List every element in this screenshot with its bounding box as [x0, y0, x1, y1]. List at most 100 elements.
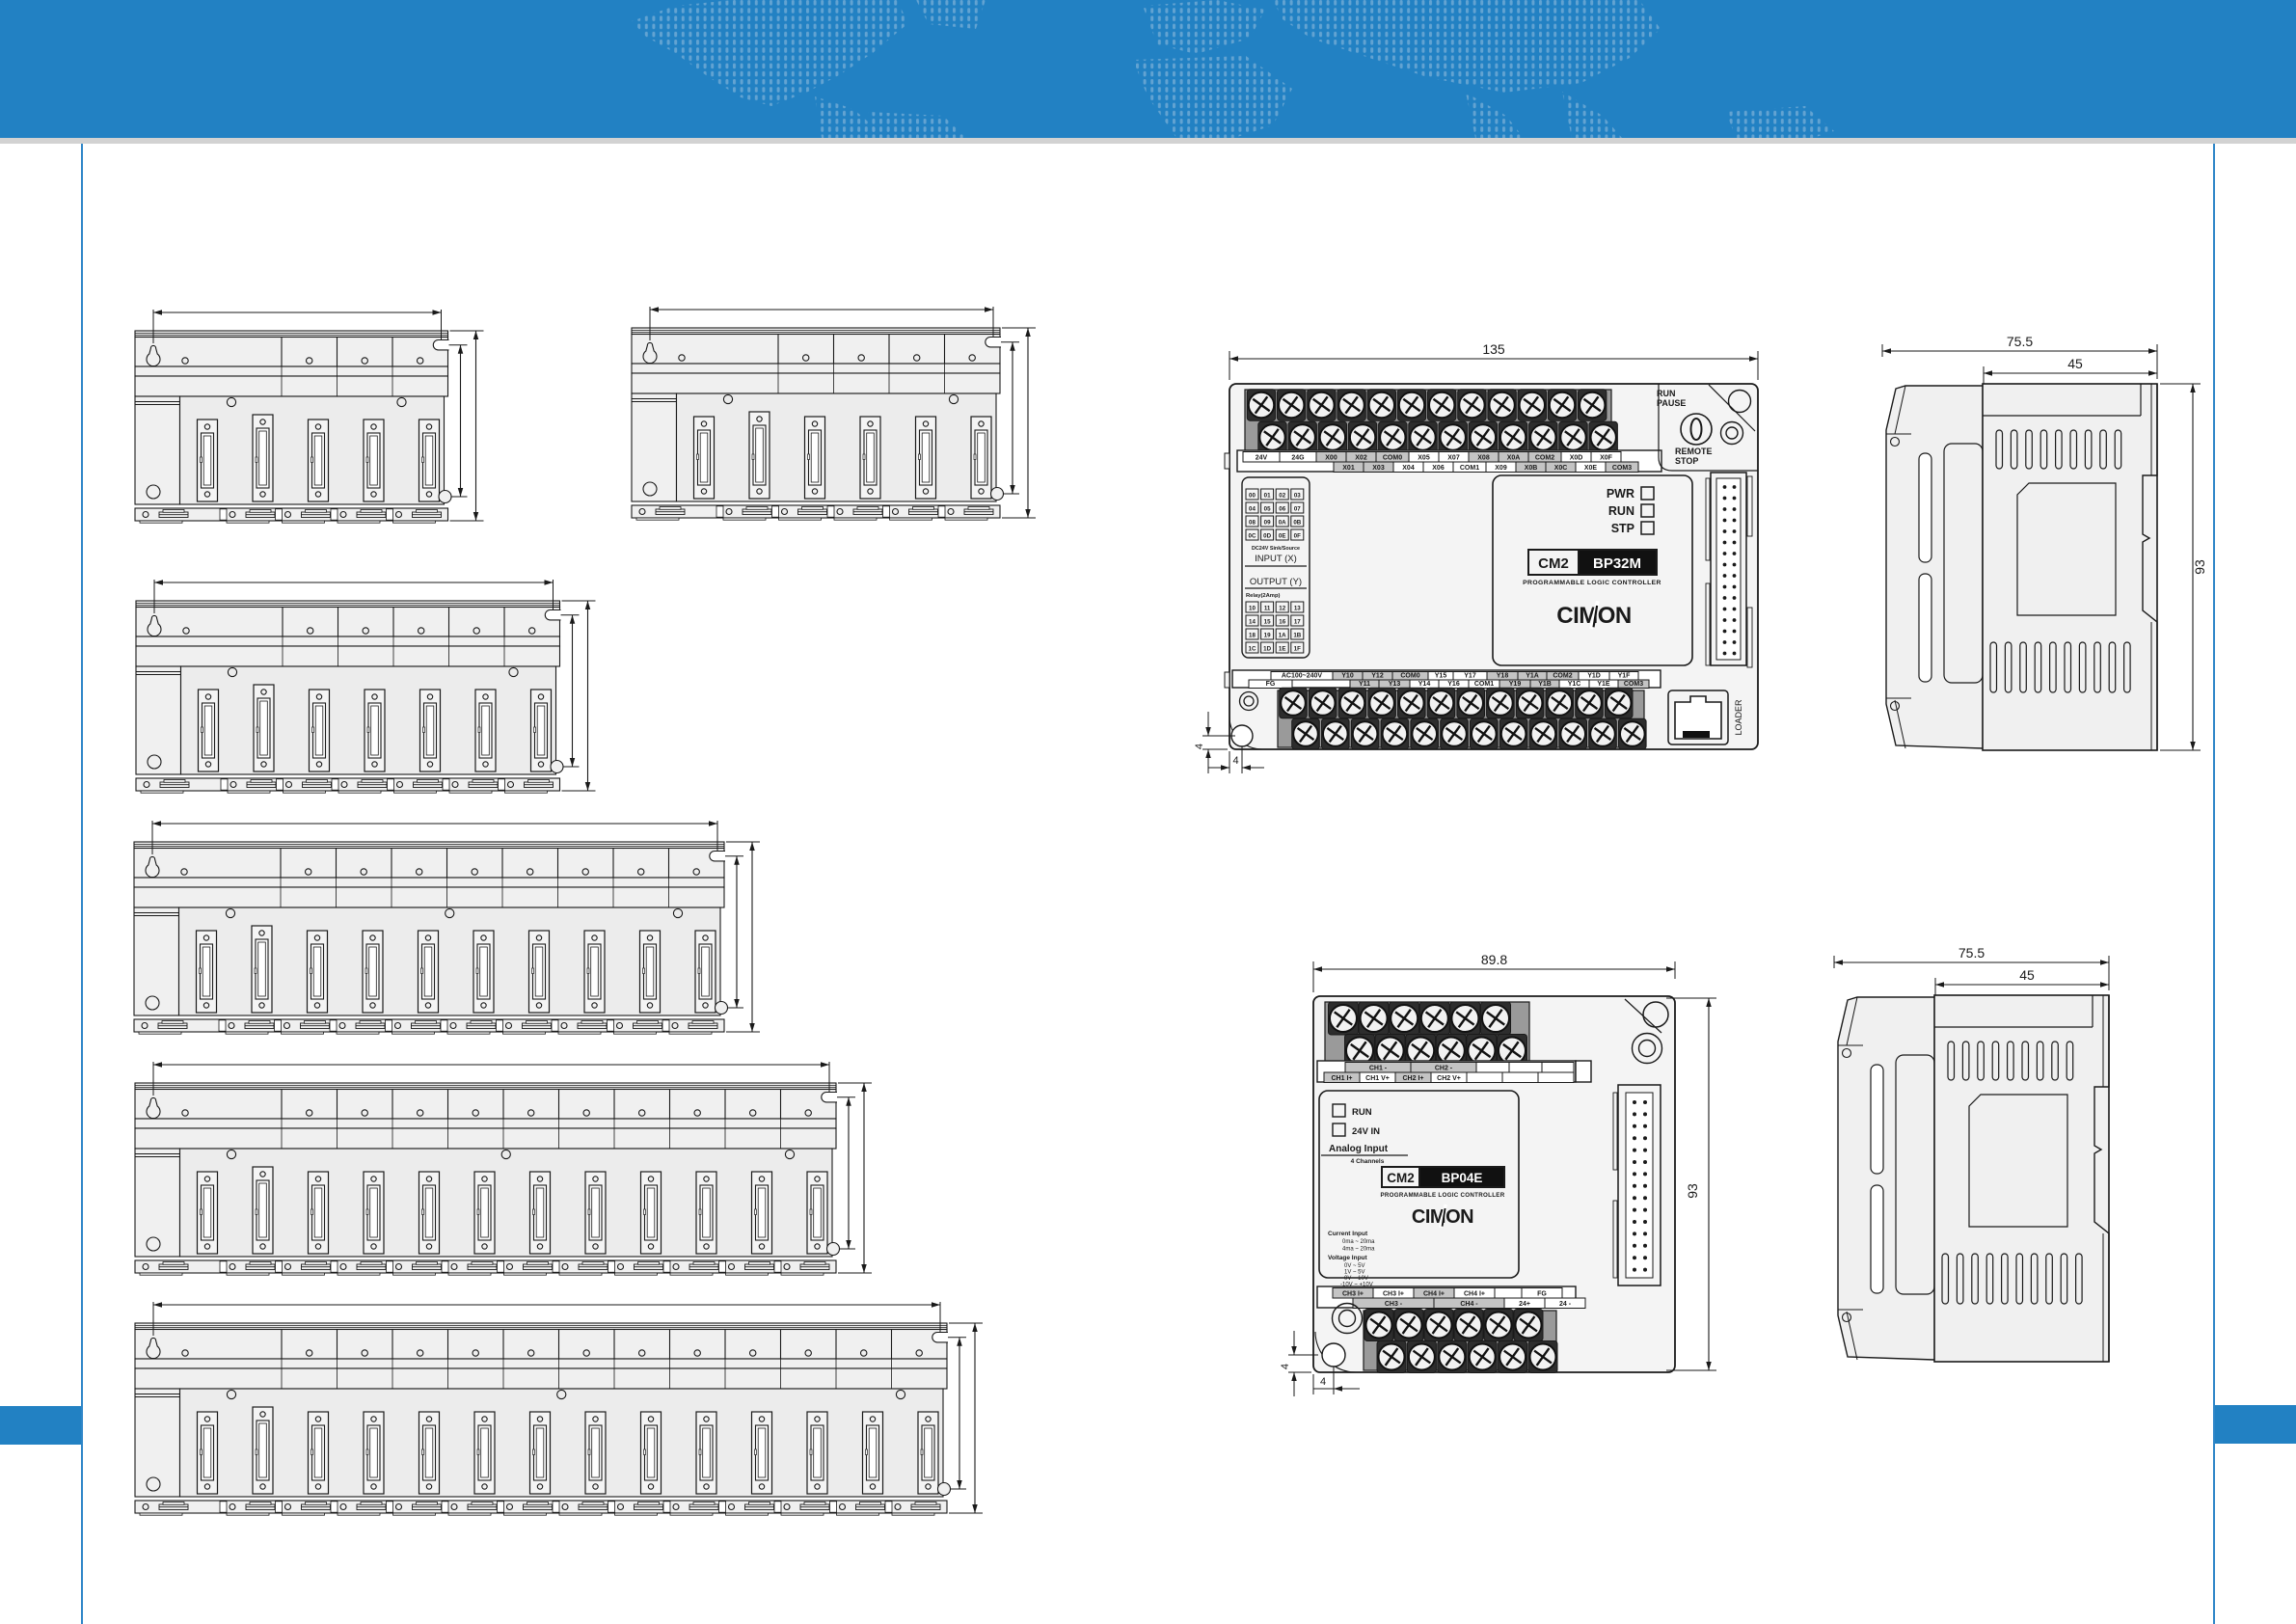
svg-text:CH4 -: CH4 -	[1460, 1301, 1478, 1308]
svg-text:REMOTE: REMOTE	[1675, 447, 1713, 456]
svg-text:Y10: Y10	[1341, 672, 1354, 679]
svg-text:COM1: COM1	[1474, 681, 1494, 688]
svg-text:0F: 0F	[1294, 533, 1301, 540]
svg-text:CH1 V+: CH1 V+	[1365, 1075, 1390, 1082]
svg-text:Y1C: Y1C	[1568, 681, 1581, 688]
svg-text:01: 01	[1264, 493, 1271, 500]
svg-text:0V ~ 10V: 0V ~ 10V	[1344, 1276, 1368, 1282]
svg-text:COM1: COM1	[1460, 465, 1479, 472]
dim-75-5: 75.5	[1958, 945, 1985, 961]
dim-45: 45	[2019, 967, 2035, 983]
svg-text:00: 00	[1249, 493, 1256, 500]
svg-text:OUTPUT (Y): OUTPUT (Y)	[1250, 577, 1302, 587]
svg-text:COM2: COM2	[1553, 672, 1572, 679]
svg-text:COM3: COM3	[1612, 465, 1632, 472]
svg-text:X05: X05	[1418, 454, 1430, 461]
base-unit-10-slot	[133, 821, 760, 1035]
svg-text:Y1F: Y1F	[1618, 672, 1632, 679]
svg-text:1F: 1F	[1294, 646, 1301, 653]
svg-text:0D: 0D	[1263, 533, 1271, 540]
base-unit-5-slot	[134, 310, 484, 524]
svg-text:Voltage Input: Voltage Input	[1328, 1255, 1368, 1261]
svg-text:CH2 I+: CH2 I+	[1403, 1075, 1424, 1082]
svg-text:4ma ~ 20ma: 4ma ~ 20ma	[1342, 1247, 1375, 1253]
svg-text:24 -: 24 -	[1559, 1301, 1572, 1308]
left-accent-line	[81, 144, 83, 1624]
svg-text:Y13: Y13	[1389, 681, 1401, 688]
svg-text:X0E: X0E	[1584, 465, 1598, 472]
svg-text:24G: 24G	[1291, 454, 1305, 461]
svg-text:05: 05	[1264, 506, 1271, 513]
svg-text:07: 07	[1294, 506, 1301, 513]
svg-text:Y12: Y12	[1371, 672, 1384, 679]
left-page-tab	[0, 1406, 81, 1445]
loader-label: LOADER	[1734, 699, 1743, 736]
svg-text:BP32M: BP32M	[1593, 555, 1641, 572]
svg-text:DC24V Sink/Source: DC24V Sink/Source	[1252, 546, 1300, 552]
dim-75-5: 75.5	[2007, 334, 2033, 349]
svg-text:1C: 1C	[1249, 646, 1256, 653]
dim-93: 93	[1685, 1183, 1700, 1199]
svg-text:X0D: X0D	[1570, 454, 1583, 461]
svg-text:CH3 I+: CH3 I+	[1342, 1290, 1364, 1297]
svg-text:0V ~ 5V: 0V ~ 5V	[1344, 1263, 1365, 1269]
svg-text:24V: 24V	[1256, 454, 1268, 461]
svg-text:-10V ~ +10V: -10V ~ +10V	[1340, 1283, 1373, 1288]
svg-text:CH1 I+: CH1 I+	[1332, 1075, 1353, 1082]
svg-text:AC100~240V: AC100~240V	[1282, 672, 1323, 679]
svg-text:13: 13	[1294, 606, 1301, 612]
cm2-bp04e-side-view: 75.5 45	[1833, 945, 2110, 1363]
svg-text:0E: 0E	[1279, 533, 1286, 540]
svg-text:CM2: CM2	[1538, 555, 1569, 572]
svg-text:04: 04	[1249, 506, 1256, 513]
svg-text:08: 08	[1249, 520, 1256, 527]
svg-text:Y1E: Y1E	[1597, 681, 1610, 688]
svg-text:24+: 24+	[1519, 1301, 1530, 1308]
svg-text:4: 4	[1280, 1364, 1291, 1369]
svg-text:CH3 -: CH3 -	[1385, 1301, 1403, 1308]
svg-text:12: 12	[1279, 606, 1285, 612]
svg-text:X01: X01	[1342, 465, 1355, 472]
svg-text:Y1A: Y1A	[1526, 672, 1539, 679]
svg-text:Y19: Y19	[1509, 681, 1522, 688]
svg-text:CH2 -: CH2 -	[1435, 1065, 1453, 1071]
svg-text:Y18: Y18	[1497, 672, 1509, 679]
svg-text:Y14: Y14	[1418, 681, 1431, 688]
world-map-dots	[632, 0, 1834, 138]
base-unit-12-slot	[134, 1062, 872, 1276]
svg-text:CM2: CM2	[1387, 1171, 1415, 1185]
svg-text:09: 09	[1264, 520, 1271, 527]
svg-text:17: 17	[1294, 619, 1301, 626]
svg-text:1B: 1B	[1293, 633, 1301, 639]
svg-text:06: 06	[1279, 506, 1285, 513]
svg-text:4 Channels: 4 Channels	[1351, 1158, 1385, 1165]
header-divider	[0, 138, 2296, 144]
svg-text:14: 14	[1249, 619, 1256, 626]
dim-89-8: 89.8	[1481, 952, 1507, 967]
svg-text:0C: 0C	[1249, 533, 1256, 540]
svg-text:X0F: X0F	[1600, 454, 1613, 461]
dim-135: 135	[1482, 341, 1505, 357]
svg-text:CH2 V+: CH2 V+	[1437, 1075, 1461, 1082]
svg-text:RUN: RUN	[1657, 389, 1676, 398]
svg-text:1D: 1D	[1263, 646, 1271, 653]
svg-text:X06: X06	[1432, 465, 1445, 472]
svg-text:BP04E: BP04E	[1442, 1171, 1483, 1185]
svg-text:FG: FG	[1266, 681, 1276, 688]
svg-text:X04: X04	[1402, 465, 1415, 472]
svg-text:0A: 0A	[1279, 520, 1286, 527]
svg-text:FG: FG	[1537, 1290, 1547, 1297]
svg-text:COM0: COM0	[1400, 672, 1419, 679]
svg-text:Y1D: Y1D	[1587, 672, 1601, 679]
svg-text:RUN: RUN	[1608, 504, 1634, 518]
svg-text:INPUT (X): INPUT (X)	[1255, 554, 1297, 564]
svg-text:Relay(2Amp): Relay(2Amp)	[1246, 593, 1281, 599]
svg-text:X08: X08	[1477, 454, 1490, 461]
svg-text:X00: X00	[1325, 454, 1337, 461]
dim-93: 93	[2192, 559, 2207, 575]
svg-text:Y16: Y16	[1447, 681, 1460, 688]
svg-text:X07: X07	[1447, 454, 1460, 461]
svg-text:02: 02	[1279, 493, 1285, 500]
